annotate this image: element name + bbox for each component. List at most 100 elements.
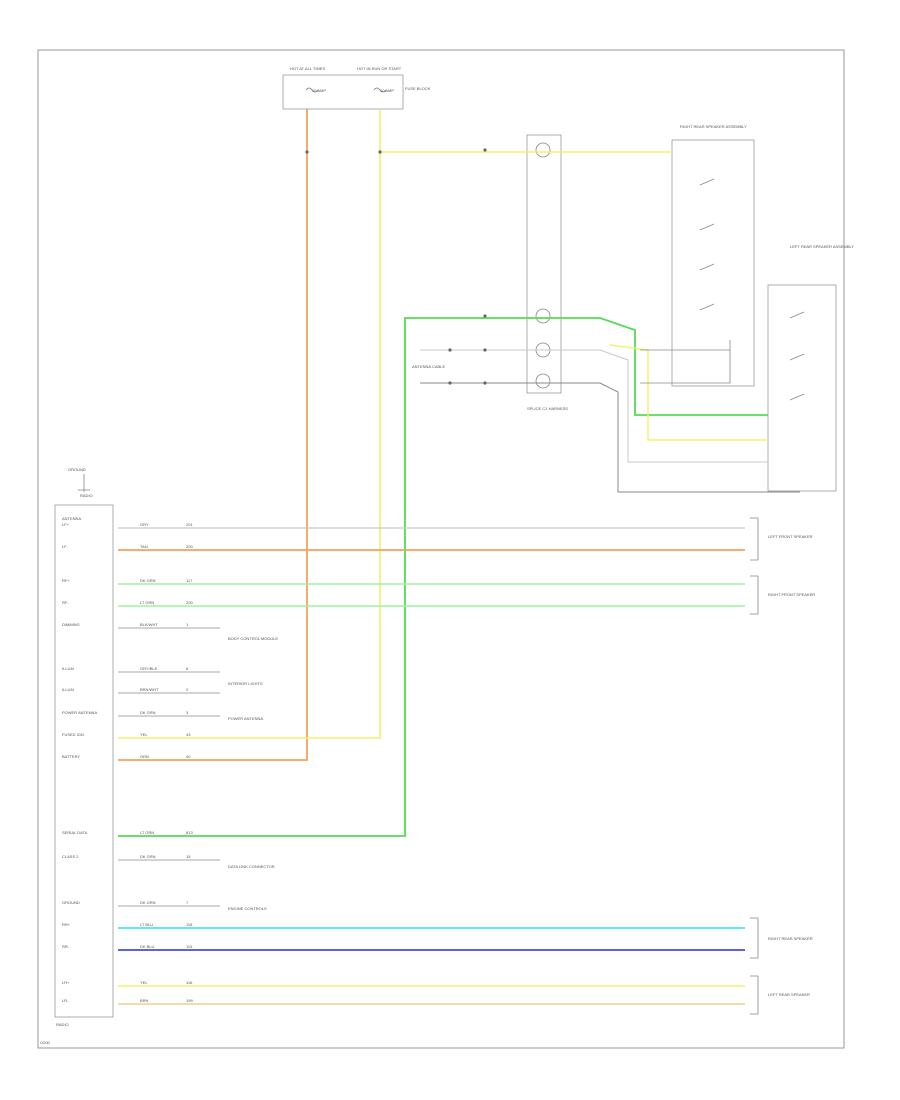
radio-module: RADIO ANTENNA RADIO GROUND — [54, 467, 114, 1027]
radio-pin-label: ILLUM — [62, 666, 74, 671]
wire-grey-branch — [420, 349, 768, 463]
bottom-left-label: G200 — [40, 1040, 51, 1045]
radio-pin-label: RF+ — [62, 578, 70, 583]
circuit-number: 15 — [186, 854, 191, 859]
note-data-link: DATA LINK CONNECTOR — [228, 864, 275, 869]
wire-color-code: LT BLU — [140, 922, 153, 927]
radio-pin-label: SERIAL DATA — [62, 830, 88, 835]
wire-ignition-yellow — [118, 109, 381, 739]
wire-color-code: YEL — [140, 980, 148, 985]
radio-pin-label: ILLUM — [62, 687, 74, 692]
wire-color-code: GRY/BLK — [140, 666, 158, 671]
radio-pin-label: LF- — [62, 544, 69, 549]
fuse-right-title: HOT IN RUN OR START — [357, 66, 402, 71]
speaker-icon — [750, 575, 759, 615]
splice-dot — [448, 348, 452, 352]
circuit-number: 199 — [186, 998, 193, 1003]
left-rear-assembly-box — [767, 284, 837, 492]
left-rear-assembly: LEFT REAR SPEAKER ASSEMBLY — [767, 244, 854, 492]
wire-color-code: YEL — [140, 732, 148, 737]
wire-color-code: DK GRN — [140, 900, 156, 905]
radio-footer: RADIO — [56, 1022, 69, 1027]
splice-points — [305, 148, 487, 385]
center-connector-body — [526, 134, 562, 394]
radio-pin-label: RF- — [62, 600, 69, 605]
circuit-number: 7 — [186, 900, 189, 905]
wire-dark-grey-branch — [420, 382, 800, 493]
wire-color-code: TAN — [140, 544, 148, 549]
speaker-icon — [750, 517, 759, 561]
wire-color-code: BRN — [140, 998, 149, 1003]
radio-pin-label: DIMMING — [62, 622, 80, 627]
fuse-left-symbol — [305, 87, 319, 93]
connector-pin — [535, 308, 551, 324]
fuse-block: HOT AT ALL TIMES HOT IN RUN OR START FUS… — [282, 66, 431, 110]
connector-pin — [535, 142, 551, 158]
wire-color-code: BRN/WHT — [140, 687, 159, 692]
right-rear-assembly-label: RIGHT REAR SPEAKER ASSEMBLY — [680, 124, 747, 129]
left-rear-speaker: LEFT REAR SPEAKER — [750, 975, 810, 1015]
circuit-number: 201 — [186, 522, 193, 527]
wire-color-code: GRY — [140, 522, 149, 527]
fuse-left-title: HOT AT ALL TIMES — [290, 66, 325, 71]
switch-symbol — [789, 311, 805, 401]
wire-serial-green — [118, 317, 768, 837]
wire-grey-short — [640, 340, 731, 384]
note-power-antenna: POWER ANTENNA — [228, 716, 263, 721]
radio-pin-label: GROUND — [62, 900, 80, 905]
fuse-right-value: 10 AMP — [380, 88, 394, 93]
splice-dot — [483, 348, 487, 352]
wire-color-code: DK GRN — [140, 710, 156, 715]
right-rear-speaker-label: RIGHT REAR SPEAKER — [768, 936, 813, 941]
right-front-speaker: RIGHT FRONT SPEAKER — [750, 575, 815, 615]
circuit-number: 118 — [186, 922, 193, 927]
wire-color-code: DK GRN — [140, 578, 156, 583]
splice-dot — [483, 381, 487, 385]
left-rear-assembly-label: LEFT REAR SPEAKER ASSEMBLY — [790, 244, 854, 249]
left-rear-speaker-label: LEFT REAR SPEAKER — [768, 992, 810, 997]
wires — [118, 109, 800, 1005]
wire-yellow-lower — [609, 344, 768, 441]
center-connector: SPLICE C1 HARNESS — [526, 134, 568, 411]
note-engine-controls: ENGINE CONTROLS — [228, 906, 267, 911]
fuse-block-label: FUSE BLOCK — [405, 86, 431, 91]
right-front-speaker-label: RIGHT FRONT SPEAKER — [768, 592, 815, 597]
connector-pin — [535, 373, 551, 389]
circuit-number: 200 — [186, 600, 193, 605]
right-rear-assembly-box — [671, 139, 755, 387]
ground-top-label: GROUND — [68, 467, 86, 472]
switch-symbol — [699, 178, 715, 311]
circuit-number: 1 — [186, 622, 189, 627]
radio-pin-label: CLASS 2 — [62, 854, 79, 859]
circuit-number: 3 — [186, 710, 189, 715]
splice-dot — [378, 150, 382, 154]
wire-color-code: DK GRN — [140, 854, 156, 859]
radio-name: ANTENNA — [62, 516, 81, 521]
splice-dot — [305, 150, 309, 154]
circuit-number: 40 — [186, 754, 191, 759]
circuit-number: 117 — [186, 578, 193, 583]
radio-pin-label: FUSED IGN — [62, 732, 84, 737]
wire-color-code: ORN — [140, 754, 149, 759]
wire-battery-orange — [118, 109, 308, 761]
antenna-ground-symbol — [78, 474, 90, 492]
splice-dot — [483, 314, 487, 318]
wire-color-code: BLK/WHT — [140, 622, 158, 627]
wire-color-code: DK BLU — [140, 944, 155, 949]
radio-pin-label: POWER ANTENNA — [62, 710, 97, 715]
left-front-speaker: LEFT FRONT SPEAKER — [750, 517, 813, 561]
antenna-cable-label: ANTENNA CABLE — [412, 364, 445, 369]
radio-box — [54, 504, 114, 1018]
note-interior-lights: INTERIOR LIGHTS — [228, 681, 263, 686]
radio-header: RADIO — [80, 493, 93, 498]
radio-pin-label: LR- — [62, 998, 69, 1003]
circuit-number: 813 — [186, 830, 193, 835]
wire-color-code: LT GRN — [140, 830, 154, 835]
left-front-speaker-label: LEFT FRONT SPEAKER — [768, 534, 813, 539]
fuse-right-symbol — [373, 87, 387, 93]
speaker-icon — [750, 917, 759, 959]
center-connector-label: SPLICE C1 HARNESS — [527, 406, 568, 411]
circuit-number: 116 — [186, 980, 193, 985]
